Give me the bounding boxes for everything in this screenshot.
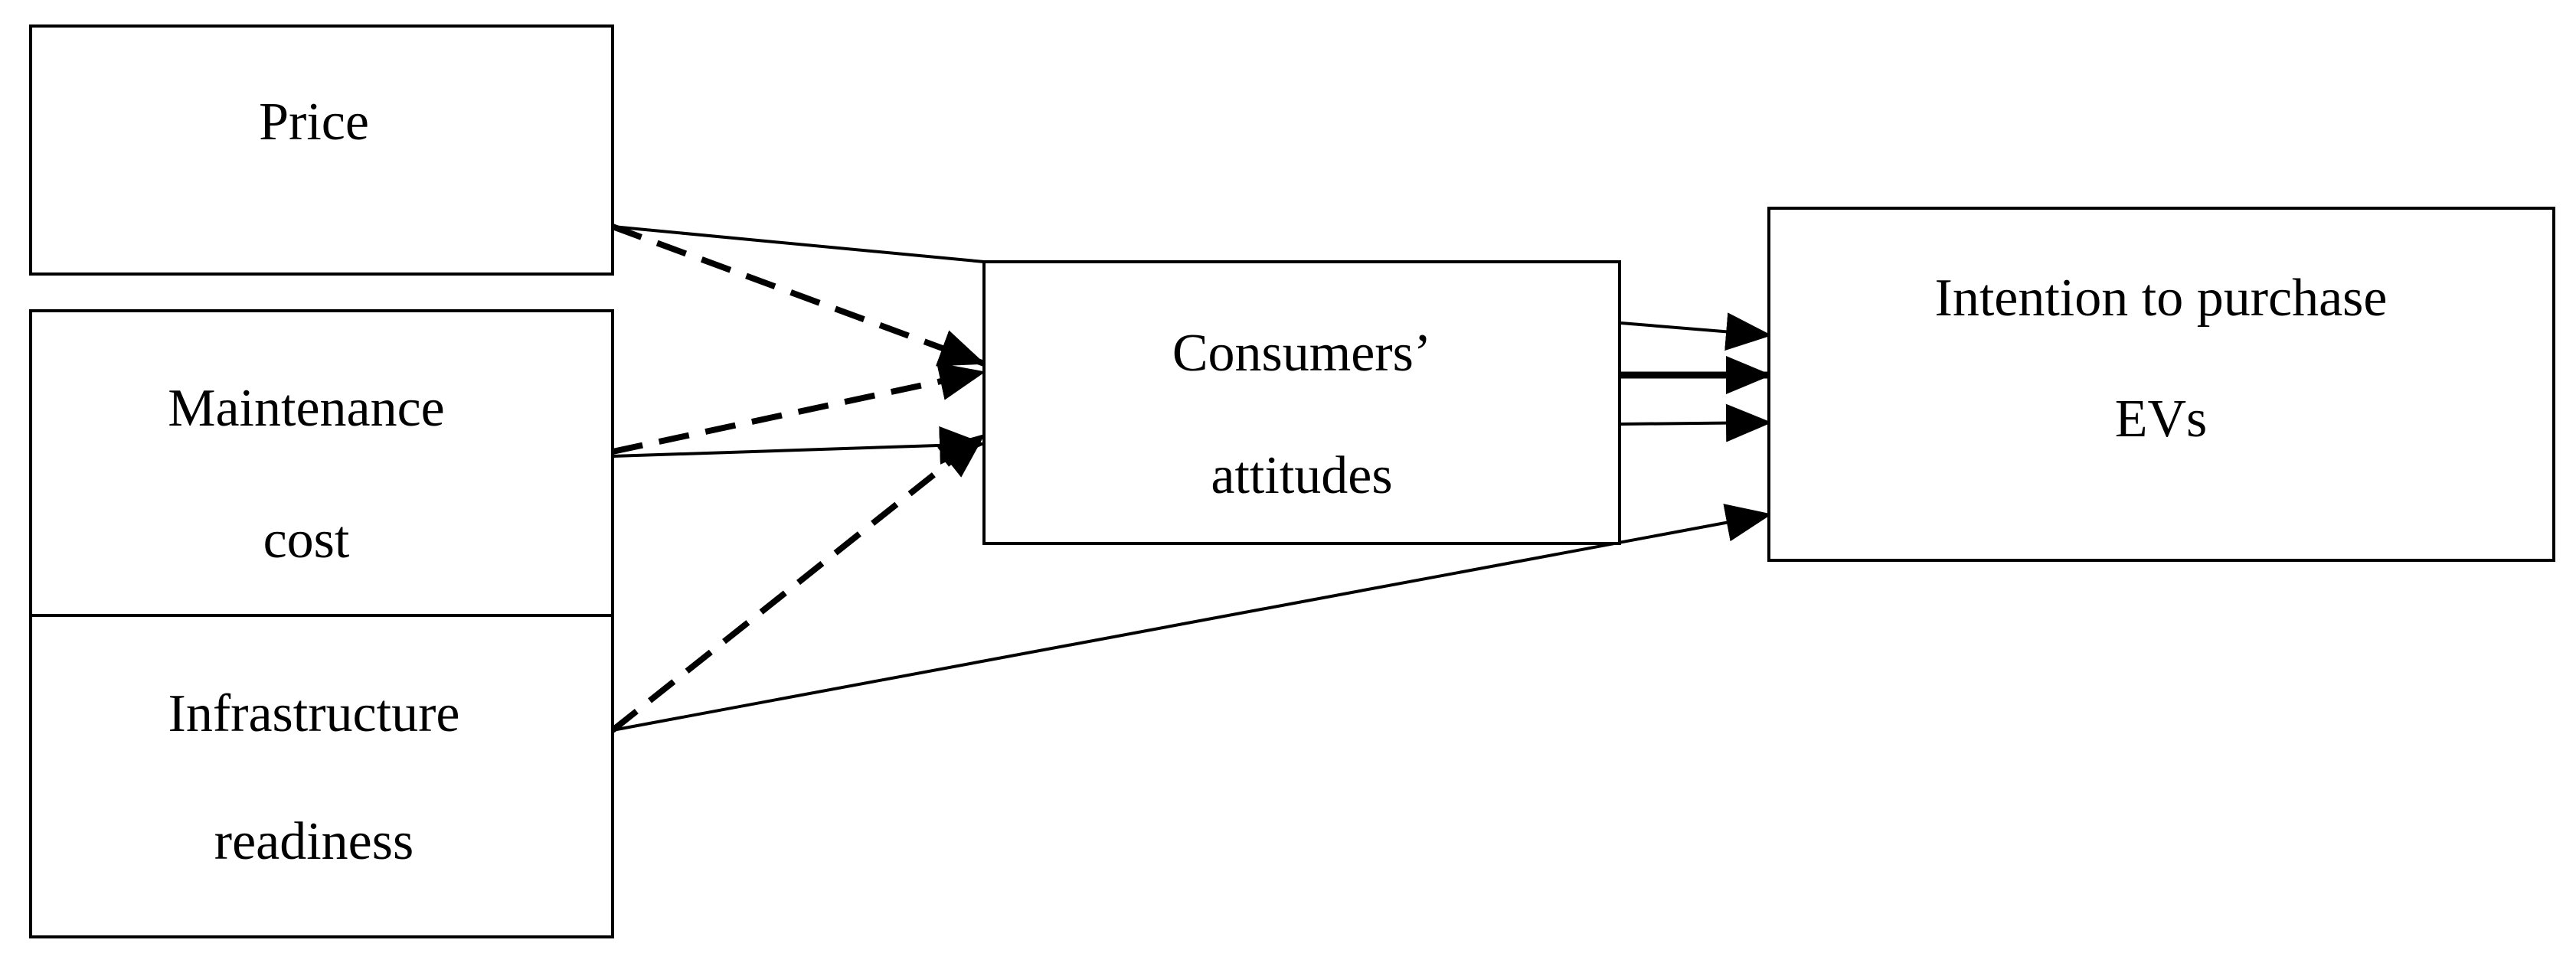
maintenance-cost-label-line1: Maintenance [168,379,444,438]
edge-infrastructure-to-intention-solid-5 [612,504,1772,732]
edge-maintenance-to-attitudes-solid-3 [612,426,986,465]
edge-infrastructure-to-attitudes-dashed-4 [610,432,986,733]
maintenance-cost-box: Maintenance cost [29,309,614,617]
price-box: Price [29,24,614,276]
intention-to-purchase-box: Intention to purchase EVs [1767,207,2555,562]
edges-layer [610,224,1772,733]
edge-attitudes-to-intention-solid-8 [1620,403,1772,442]
consumers-attitudes-label-line2: attitudes [1211,446,1392,505]
intention-to-purchase-label-line1: Intention to purchase [1935,269,2388,328]
edge-maintenance-to-attitudes-dashed-2 [612,362,986,455]
edge-attitudes-to-intention-solid-6 [1620,312,1772,351]
intention-to-purchase-label-line2: EVs [2115,390,2208,449]
infrastructure-readiness-label-line2: readiness [214,812,414,871]
infrastructure-readiness-box: Infrastructure readiness [29,614,614,938]
consumers-attitudes-box: Consumers’ attitudes [982,260,1621,545]
edge-price-to-attitudes-solid-0 [612,225,985,263]
infrastructure-readiness-label-line1: Infrastructure [168,684,460,743]
maintenance-cost-label-line2: cost [263,511,350,569]
price-label: Price [259,93,369,152]
consumers-attitudes-label-line1: Consumers’ [1172,324,1431,383]
edge-price-to-attitudes-dashed-1 [611,224,986,367]
